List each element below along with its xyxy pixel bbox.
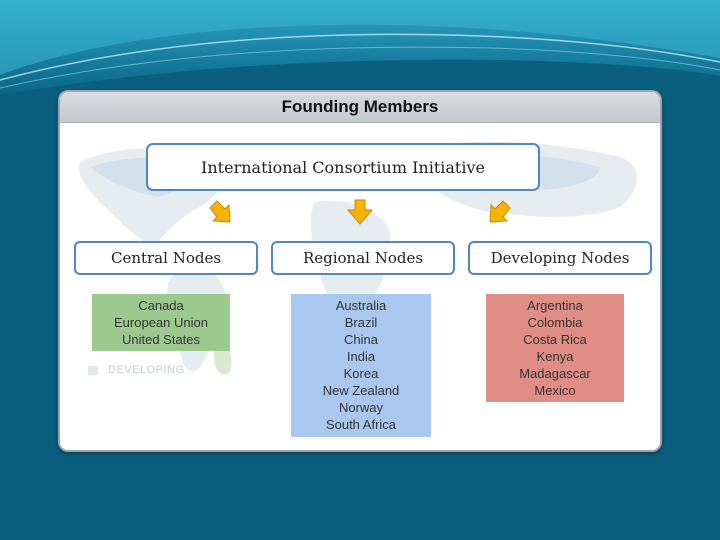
member-item: Costa Rica [523, 332, 587, 347]
member-item: Korea [343, 366, 379, 381]
panel-header: Founding Members [60, 92, 660, 123]
decorative-wave-header [0, 0, 720, 95]
member-item: European Union [114, 315, 208, 330]
panel-title: Founding Members [281, 97, 439, 116]
member-item: India [346, 349, 376, 364]
member-item: Colombia [527, 315, 583, 330]
category-developing-nodes: Developing Nodes [468, 241, 652, 275]
regional-members-list: Australia Brazil China India Korea New Z… [291, 294, 431, 437]
member-item: New Zealand [322, 383, 400, 398]
root-node: International Consortium Initiative [146, 143, 540, 191]
member-item: Australia [335, 298, 387, 313]
member-item: South Africa [325, 417, 397, 432]
central-members-list: Canada European Union United States [92, 294, 230, 351]
developing-members-list: Argentina Colombia Costa Rica Kenya Mada… [486, 294, 624, 402]
map-legend-label: DEVELOPING [108, 364, 185, 376]
category-regional-nodes: Regional Nodes [271, 241, 455, 275]
member-item: Mexico [534, 383, 576, 398]
arrow-down-left-icon [489, 200, 511, 223]
member-item: Madagascar [519, 366, 591, 381]
member-item: Kenya [536, 349, 574, 364]
member-item: Brazil [344, 315, 378, 330]
map-legend-swatch [88, 366, 98, 375]
member-item: Canada [138, 298, 184, 313]
member-item: Argentina [527, 298, 583, 313]
arrow-down-right-icon [209, 200, 231, 223]
member-item: China [344, 332, 378, 347]
category-central-nodes: Central Nodes [74, 241, 258, 275]
member-item: United States [121, 332, 201, 347]
diagram-panel: Founding Members DEVELOPING Internationa… [58, 90, 662, 452]
arrow-down-icon [346, 199, 374, 225]
member-item: Norway [338, 400, 384, 415]
